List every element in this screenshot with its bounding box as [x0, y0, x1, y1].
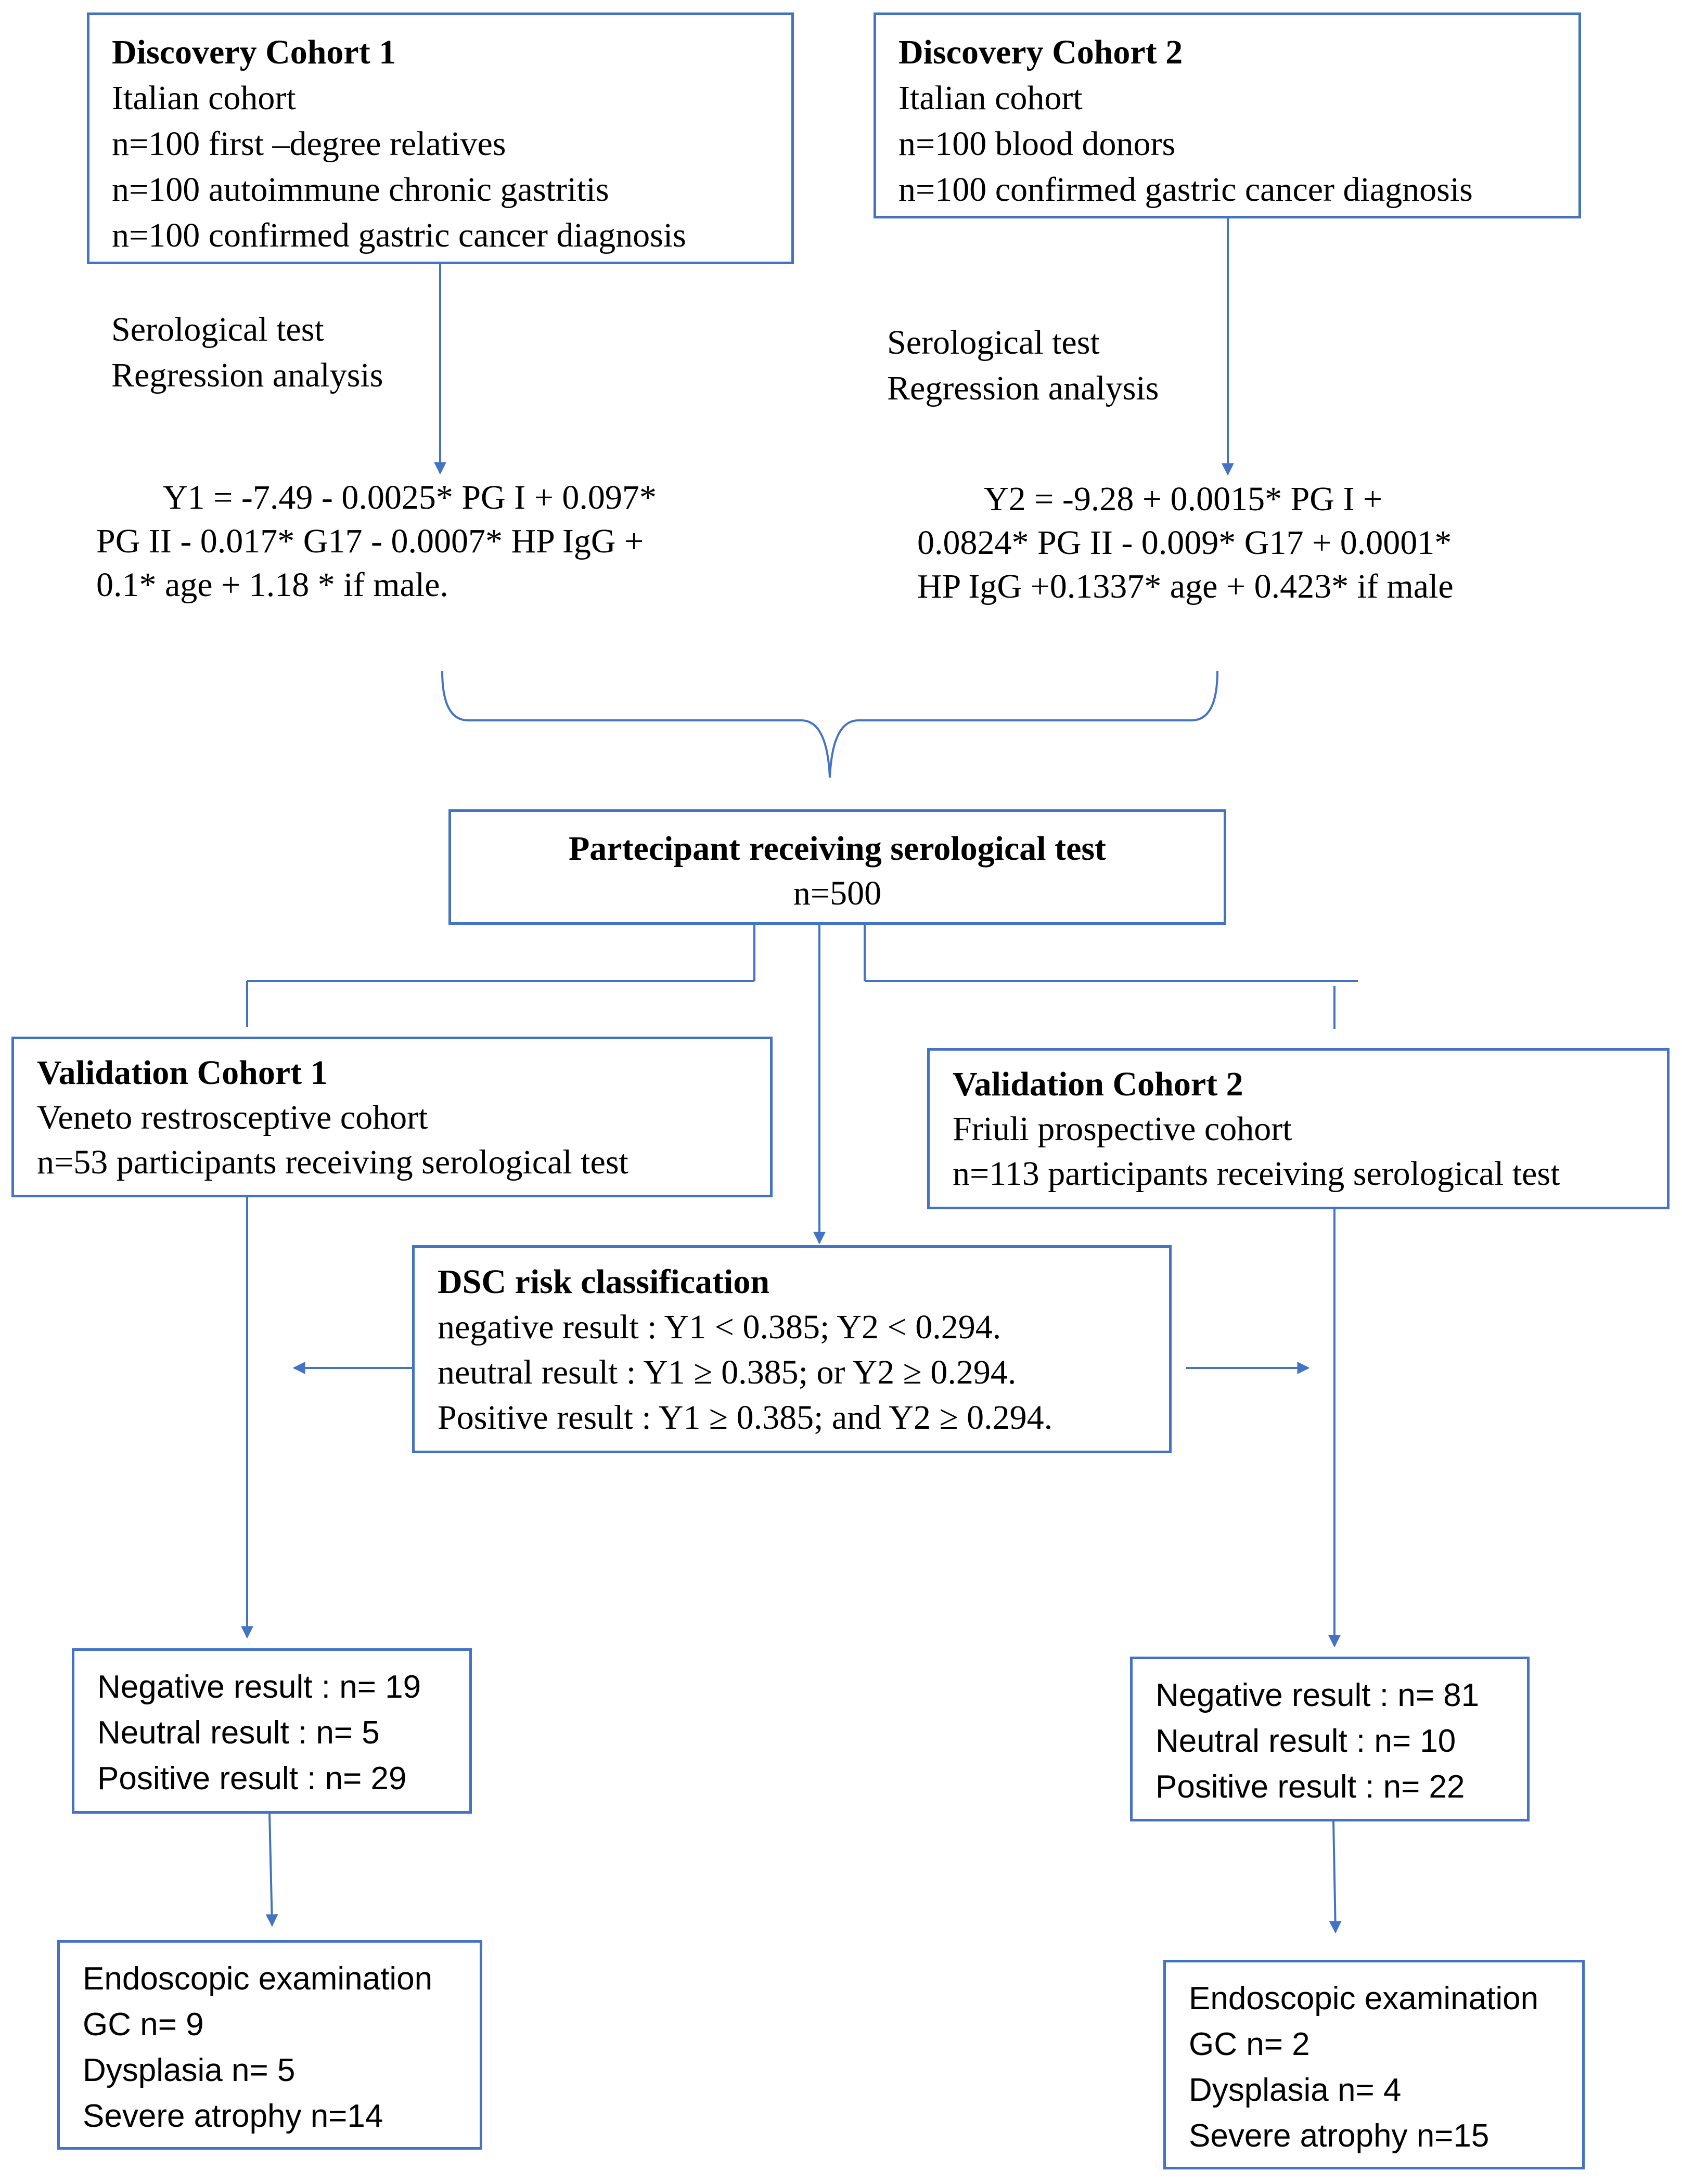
analysis-1-line: Serological test — [111, 311, 324, 348]
participants-title: Partecipant receiving serological test — [568, 830, 1107, 868]
validation-cohort-1-box: Validation Cohort 1 Veneto restrosceptiv… — [11, 1037, 773, 1197]
formula-y2: Y2 = -9.28 + 0.0015* PG I + 0.0824* PG I… — [917, 477, 1454, 609]
endoscopy-2-line: GC n= 2 — [1189, 2026, 1310, 2062]
participants-count: n=500 — [793, 874, 882, 912]
analysis-label-1: Serological test Regression analysis — [111, 307, 383, 398]
formula-y1: Y1 = -7.49 - 0.0025* PG I + 0.097* PG II… — [96, 476, 657, 607]
brace-merge — [441, 670, 1218, 778]
endoscopy-1-box: Endoscopic examination GC n= 9 Dysplasia… — [57, 1940, 482, 2150]
discovery-cohort-2-box: Discovery Cohort 2 Italian cohort n=100 … — [874, 12, 1581, 218]
formula-y1-line: Y1 = -7.49 - 0.0025* PG I + 0.097* — [163, 479, 657, 516]
dsc-risk-box: DSC risk classification negative result … — [412, 1245, 1172, 1453]
results-2-line: Neutral result : n= 10 — [1155, 1723, 1456, 1759]
endoscopy-2-line: Dysplasia n= 4 — [1189, 2072, 1402, 2108]
discovery-cohort-1-line: n=100 first –degree relatives — [112, 125, 506, 163]
arrow-results2-to-endoscopy2 — [1329, 1821, 1342, 1934]
analysis-2-line: Regression analysis — [887, 369, 1159, 407]
discovery-cohort-1-line: Italian cohort — [112, 79, 296, 117]
analysis-2-line: Serological test — [887, 324, 1100, 361]
validation-cohort-2-line: n=113 participants receiving serological… — [953, 1155, 1560, 1193]
analysis-1-line: Regression analysis — [111, 356, 383, 394]
dsc-risk-line: neutral result : Y1 ≥ 0.385; or Y2 ≥ 0.2… — [438, 1353, 1017, 1391]
validation-cohort-1-line: Veneto restrosceptive cohort — [37, 1099, 428, 1136]
dsc-risk-line: Positive result : Y1 ≥ 0.385; and Y2 ≥ 0… — [438, 1399, 1053, 1437]
formula-y2-line: 0.0824* PG II - 0.009* G17 + 0.0001* — [917, 524, 1452, 562]
dsc-risk-line: negative result : Y1 < 0.385; Y2 < 0.294… — [438, 1308, 1002, 1346]
results-2-line: Negative result : n= 81 — [1155, 1677, 1480, 1713]
formula-y1-line: PG II - 0.017* G17 - 0.0007* HP IgG + — [96, 522, 644, 560]
participants-box: Partecipant receiving serological test n… — [448, 809, 1226, 925]
discovery-cohort-1-box: Discovery Cohort 1 Italian cohort n=100 … — [87, 12, 794, 264]
endoscopy-1-line: Severe atrophy n=14 — [83, 2098, 383, 2134]
formula-y2-line: Y2 = -9.28 + 0.0015* PG I + — [984, 480, 1383, 518]
results-1-box: Negative result : n= 19 Neutral result :… — [72, 1648, 472, 1814]
endoscopy-2-box: Endoscopic examination GC n= 2 Dysplasia… — [1163, 1960, 1585, 2169]
results-1-line: Neutral result : n= 5 — [97, 1715, 380, 1751]
endoscopy-1-line: GC n= 9 — [83, 2007, 204, 2043]
dsc-risk-title: DSC risk classification — [438, 1263, 770, 1301]
discovery-cohort-2-line: Italian cohort — [898, 79, 1083, 117]
discovery-cohort-2-line: n=100 blood donors — [898, 125, 1176, 163]
analysis-label-2: Serological test Regression analysis — [887, 320, 1159, 411]
results-1-line: Negative result : n= 19 — [97, 1669, 421, 1705]
validation-cohort-1-line: n=53 participants receiving serological … — [37, 1143, 628, 1181]
discovery-cohort-1-title: Discovery Cohort 1 — [112, 33, 396, 71]
results-1-line: Positive result : n= 29 — [97, 1761, 407, 1797]
formula-y2-line: HP IgG +0.1337* age + 0.423* if male — [917, 567, 1454, 605]
endoscopy-2-line: Endoscopic examination — [1189, 1981, 1539, 2017]
discovery-cohort-2-title: Discovery Cohort 2 — [898, 33, 1183, 71]
validation-cohort-2-title: Validation Cohort 2 — [953, 1065, 1243, 1103]
validation-cohort-2-line: Friuli prospective cohort — [953, 1110, 1292, 1148]
validation-cohort-2-box: Validation Cohort 2 Friuli prospective c… — [927, 1048, 1670, 1209]
endoscopy-1-line: Dysplasia n= 5 — [83, 2052, 296, 2088]
discovery-cohort-2-line: n=100 confirmed gastric cancer diagnosis — [898, 171, 1473, 209]
endoscopy-1-line: Endoscopic examination — [83, 1961, 433, 1997]
validation-cohort-1-title: Validation Cohort 1 — [37, 1054, 328, 1092]
results-2-box: Negative result : n= 81 Neutral result :… — [1130, 1657, 1530, 1821]
discovery-cohort-1-line: n=100 confirmed gastric cancer diagnosis — [112, 216, 686, 254]
endoscopy-2-line: Severe atrophy n=15 — [1189, 2118, 1490, 2154]
discovery-cohort-1-line: n=100 autoimmune chronic gastritis — [112, 171, 609, 209]
arrow-results1-to-endoscopy1 — [265, 1813, 278, 1927]
results-2-line: Positive result : n= 22 — [1155, 1769, 1465, 1805]
formula-y1-line: 0.1* age + 1.18 * if male. — [96, 566, 448, 604]
